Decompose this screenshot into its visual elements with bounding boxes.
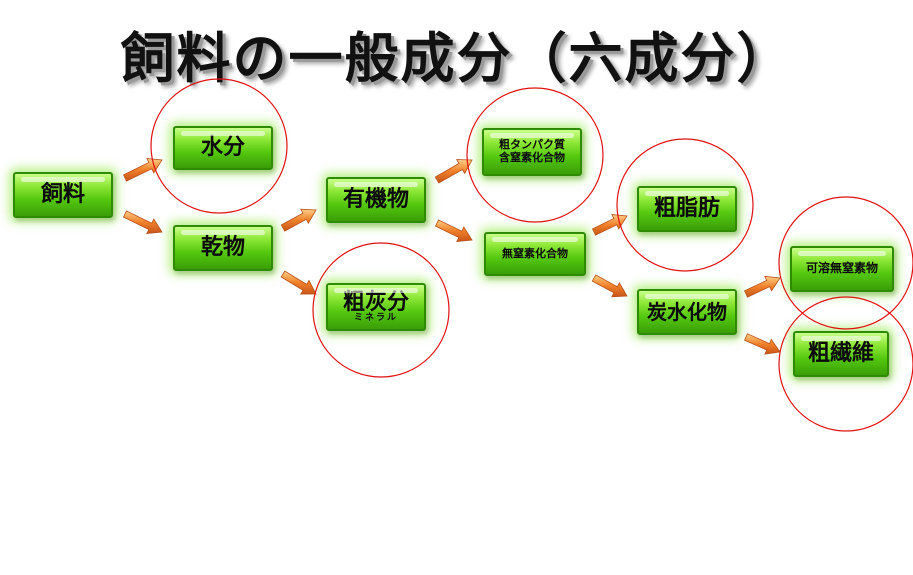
arrow-drymatter-to-organic <box>280 208 317 232</box>
arrow-organic-to-protein <box>434 159 473 184</box>
node-crude-fat: 粗脂肪 <box>637 186 737 232</box>
node-organic-matter: 有機物 <box>326 177 426 223</box>
node-feed-label: 飼料 <box>40 182 85 208</box>
highlight-circle-water <box>150 78 288 214</box>
node-feed: 飼料 <box>13 172 113 218</box>
node-nitrogen-free-extract-label: 可溶無窒素物 <box>805 261 878 276</box>
node-crude-fiber: 粗繊維 <box>793 331 889 377</box>
node-crude-protein-line2: 含窒素化合物 <box>499 151 565 164</box>
node-crude-ash-sublabel: ミネラル <box>353 313 398 324</box>
highlight-circle-nitrogen-free-extract <box>778 196 913 330</box>
node-crude-ash: 粗灰分 ミネラル <box>326 283 426 331</box>
highlight-circle-crude-ash <box>312 242 450 378</box>
arrow-organic-to-nfc <box>434 219 473 242</box>
highlight-circle-crude-protein <box>466 87 604 223</box>
highlight-circle-crude-fiber <box>778 296 913 432</box>
node-crude-ash-label: 粗灰分 <box>342 290 409 316</box>
arrow-feed-to-drymatter <box>122 210 163 234</box>
node-nitrogen-free-extract: 可溶無窒素物 <box>790 246 894 292</box>
node-nitrogen-free-compounds: 無窒素化合物 <box>484 232 586 276</box>
node-crude-protein-line1: 粗タンパク質 <box>499 138 565 152</box>
node-organic-matter-label: 有機物 <box>342 187 409 213</box>
node-dry-matter-label: 乾物 <box>200 235 245 261</box>
arrow-carb-to-nfe <box>743 275 781 298</box>
node-crude-protein: 粗タンパク質 含窒素化合物 <box>482 128 582 176</box>
arrow-nfc-to-carbohydrate <box>591 274 628 298</box>
arrow-feed-to-water <box>122 158 163 182</box>
node-carbohydrate: 炭水化物 <box>637 289 737 335</box>
node-nitrogen-free-compounds-label: 無窒素化合物 <box>502 246 568 260</box>
highlight-circle-crude-fat <box>616 138 754 272</box>
node-carbohydrate-label: 炭水化物 <box>647 299 727 324</box>
node-water-label: 水分 <box>200 135 245 161</box>
arrow-carb-to-fiber <box>744 333 781 355</box>
node-water: 水分 <box>173 126 273 170</box>
page-title: 飼料の一般成分（六成分） <box>120 27 793 90</box>
node-crude-fiber-label: 粗繊維 <box>807 341 874 367</box>
node-crude-fat-label: 粗脂肪 <box>653 196 720 222</box>
node-dry-matter: 乾物 <box>173 225 273 271</box>
arrow-drymatter-to-ash <box>280 270 317 295</box>
